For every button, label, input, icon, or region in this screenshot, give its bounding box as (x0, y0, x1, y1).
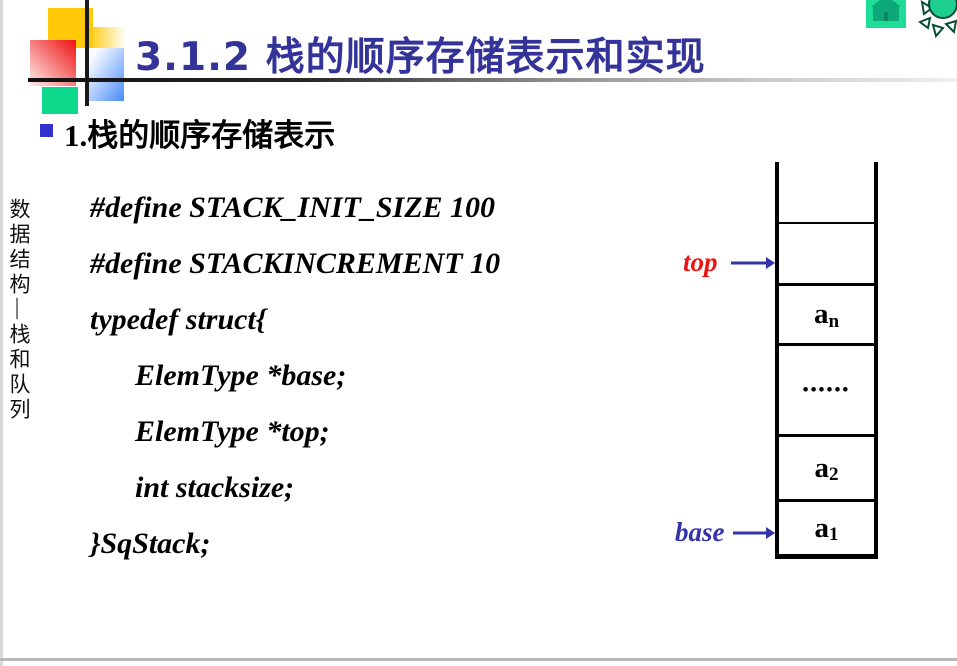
code-line-define-incr: #define STACKINCREMENT 10 (90, 247, 501, 280)
code-line-typedef: typedef struct{ (90, 303, 267, 336)
decor-yellow-fade-square (92, 27, 124, 49)
code-line-stacksize: int stacksize; (135, 471, 295, 504)
decor-green-square (42, 87, 78, 114)
stack-cell-empty (779, 222, 874, 283)
section-heading: 1.栈的顺序存储表示 (64, 118, 336, 153)
top-pointer-label: top (683, 247, 718, 277)
page-edge-bottom (0, 658, 957, 661)
course-vertical-caption: 数据结构—栈和队列 (7, 198, 31, 423)
sun-icon[interactable] (916, 0, 957, 38)
home-icon[interactable] (866, 0, 906, 28)
code-block: #define STACK_INIT_SIZE 100 #define STAC… (90, 180, 500, 572)
base-arrow-icon (733, 527, 775, 539)
stack-cell-open-top (779, 162, 874, 222)
code-line-base: ElemType *base; (135, 359, 347, 392)
code-line-sqstack: }SqStack; (90, 527, 211, 560)
stack-cell-ellipsis: •••••• (779, 343, 874, 434)
decor-cross-line (85, 0, 89, 106)
top-arrow-icon (731, 257, 775, 269)
base-pointer-label: base (675, 517, 725, 547)
title-underline (28, 78, 957, 82)
code-line-define-init: #define STACK_INIT_SIZE 100 (90, 191, 496, 224)
page-edge-left (0, 0, 3, 666)
bullet-square (40, 124, 53, 137)
decor-blue-square (88, 48, 124, 101)
code-line-top: ElemType *top; (135, 415, 330, 448)
page-title: 3.1.2 栈的顺序存储表示和实现 (135, 35, 706, 80)
